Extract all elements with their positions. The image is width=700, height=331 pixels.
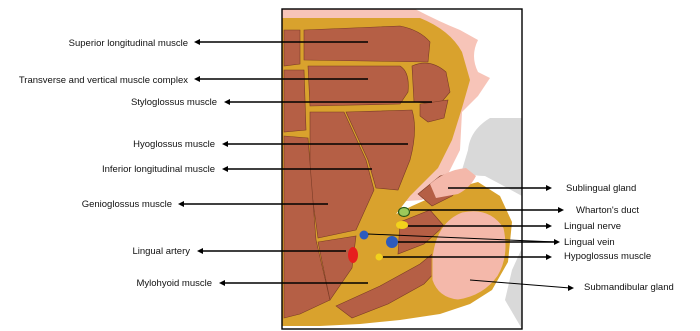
lingual-vein-dot-2 [386, 236, 398, 248]
label-lingual-nerve: Lingual nerve [564, 221, 621, 232]
label-hypoglossus: Hypoglossus muscle [564, 251, 651, 262]
whartons-duct-dot [399, 208, 410, 217]
label-whartons-duct: Wharton's duct [576, 205, 639, 216]
label-transverse-vertical: Transverse and vertical muscle complex [19, 75, 188, 86]
label-genioglossus: Genioglossus muscle [82, 199, 172, 210]
hypoglossal-nerve-dot [376, 254, 383, 261]
transverse-block [308, 66, 408, 106]
label-lingual-artery: Lingual artery [132, 246, 190, 257]
label-lingual-vein: Lingual vein [564, 237, 615, 248]
lingual-artery-dot [348, 247, 358, 263]
superior-longitudinal-block [304, 26, 430, 62]
label-submandibular-gland: Submandibular gland [584, 282, 674, 293]
label-inferior-longitudinal: Inferior longitudinal muscle [102, 164, 215, 175]
lingual-vein-dot-1 [360, 231, 369, 240]
label-hyoglossus: Hyoglossus muscle [133, 139, 215, 150]
label-superior-longitudinal: Superior longitudinal muscle [69, 38, 188, 49]
label-mylohyoid: Mylohyoid muscle [137, 278, 213, 289]
label-styloglossus: Styloglossus muscle [131, 97, 217, 108]
label-sublingual-gland: Sublingual gland [566, 183, 636, 194]
superior-longitudinal-left [284, 30, 300, 66]
lingual-nerve-dot [396, 221, 408, 229]
